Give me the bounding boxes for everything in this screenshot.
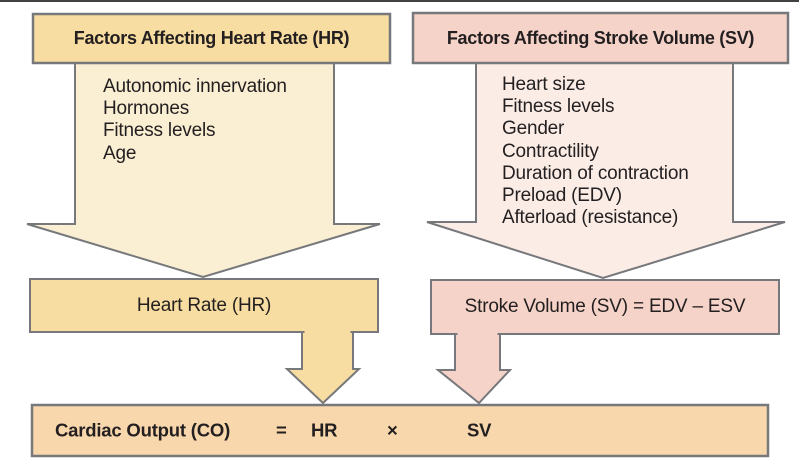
- factor-item: Fitness levels: [502, 96, 615, 118]
- sv-result-arrow-shape: [435, 330, 513, 405]
- hr-result-arrow-shape: [284, 328, 362, 405]
- hr-result-box-shape: [29, 278, 379, 333]
- co-times: ×: [387, 419, 398, 441]
- factor-item: Hormones: [103, 98, 190, 120]
- factor-item: Autonomic innervation: [103, 76, 287, 97]
- co-equals: =: [276, 419, 287, 441]
- factor-item: Gender: [502, 118, 565, 140]
- cardiac-output-box-shape: [30, 403, 770, 458]
- sv-result-label: Stroke Volume (SV) = EDV – ESV: [464, 296, 746, 317]
- hr-factors-arrow-shape: [26, 40, 381, 279]
- hr-arrow-junction: [304, 329, 351, 335]
- hr-factors-list: Autonomic innervation Hormones Fitness l…: [103, 76, 287, 165]
- co-term-hr: HR: [311, 419, 338, 441]
- factor-item: Age: [103, 142, 137, 164]
- co-term-sv: SV: [467, 419, 492, 441]
- sv-factors-arrow-shape: [426, 40, 786, 280]
- factor-item: Afterload (resistance): [502, 207, 679, 229]
- factor-item: Duration of contraction: [502, 162, 689, 184]
- factor-item: Contractility: [502, 140, 599, 162]
- cardiac-output-equation: Cardiac Output (CO) = HR × SV: [32, 405, 768, 456]
- sv-header-box-shape: [411, 11, 790, 65]
- sv-result-box-shape: [430, 279, 780, 335]
- co-label: Cardiac Output (CO): [55, 419, 231, 441]
- factor-item: Fitness levels: [103, 120, 216, 142]
- hr-header-title: Factors Affecting Heart Rate (HR): [73, 28, 350, 48]
- top-edge-line: [0, 0, 799, 2]
- factor-item: Preload (EDV): [502, 184, 622, 206]
- sv-header-title: Factors Affecting Stroke Volume (SV): [446, 27, 755, 48]
- factor-item: Heart size: [502, 74, 586, 95]
- sv-factors-list: Heart size Fitness levels Gender Contrac…: [502, 74, 689, 229]
- sv-arrow-junction: [457, 331, 498, 337]
- hr-header-box-shape: [31, 12, 392, 65]
- hr-result-label: Heart Rate (HR): [136, 294, 272, 316]
